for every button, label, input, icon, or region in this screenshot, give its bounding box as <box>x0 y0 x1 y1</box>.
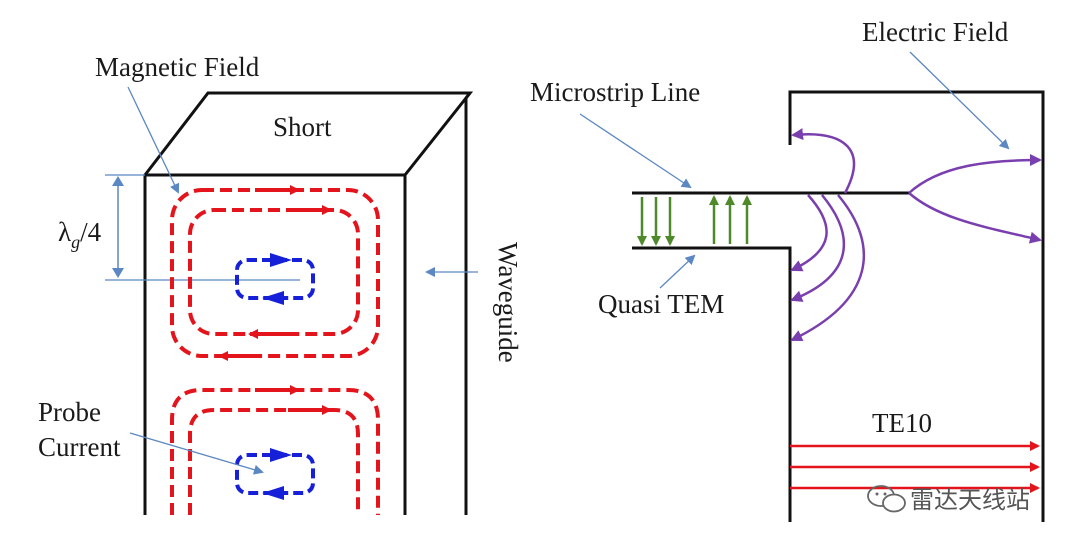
transition-outline <box>632 90 1045 522</box>
wechat-bubble-icon <box>867 485 906 513</box>
watermark-text: 雷达天线站 <box>910 486 1030 514</box>
probe-arrow-lower-left <box>262 486 284 500</box>
probe-current-upper <box>235 258 315 300</box>
magnetic-loop-upper-arrows <box>218 185 332 361</box>
magnetic-field-label: Magnetic Field <box>95 52 260 82</box>
probe-arrow-lower-right <box>270 448 292 462</box>
electric-field-label: Electric Field <box>862 17 1009 47</box>
magnetic-loop-lower-arrows <box>255 385 332 415</box>
probe-current-lower <box>235 453 315 495</box>
te10-label: TE10 <box>872 408 932 438</box>
short-label: Short <box>273 112 332 142</box>
quasi-tem-pointer <box>659 254 696 289</box>
waveguide-label: Waveguide <box>493 242 523 363</box>
electric-field-pointer <box>909 51 1010 150</box>
probe-current-pointer <box>129 432 264 475</box>
magnetic-field-pointer <box>127 86 180 194</box>
microstrip-line-label: Microstrip Line <box>530 77 700 107</box>
quasi-tem-label: Quasi TEM <box>598 289 724 319</box>
current-label: Current <box>38 432 121 462</box>
electric-field-lines <box>790 128 1042 342</box>
probe-arrow-upper-left <box>262 291 284 305</box>
probe-label: Probe <box>38 397 101 427</box>
quasi-tem-field <box>637 195 752 246</box>
lambda-label: λg/4 <box>58 217 102 252</box>
probe-arrow-upper-right <box>270 253 292 267</box>
microstrip-line-pointer <box>579 113 692 189</box>
lambda-dimension <box>105 174 300 281</box>
waveguide-box <box>143 91 474 515</box>
magnetic-loop-upper <box>170 188 380 358</box>
te10-arrows <box>790 441 1040 493</box>
